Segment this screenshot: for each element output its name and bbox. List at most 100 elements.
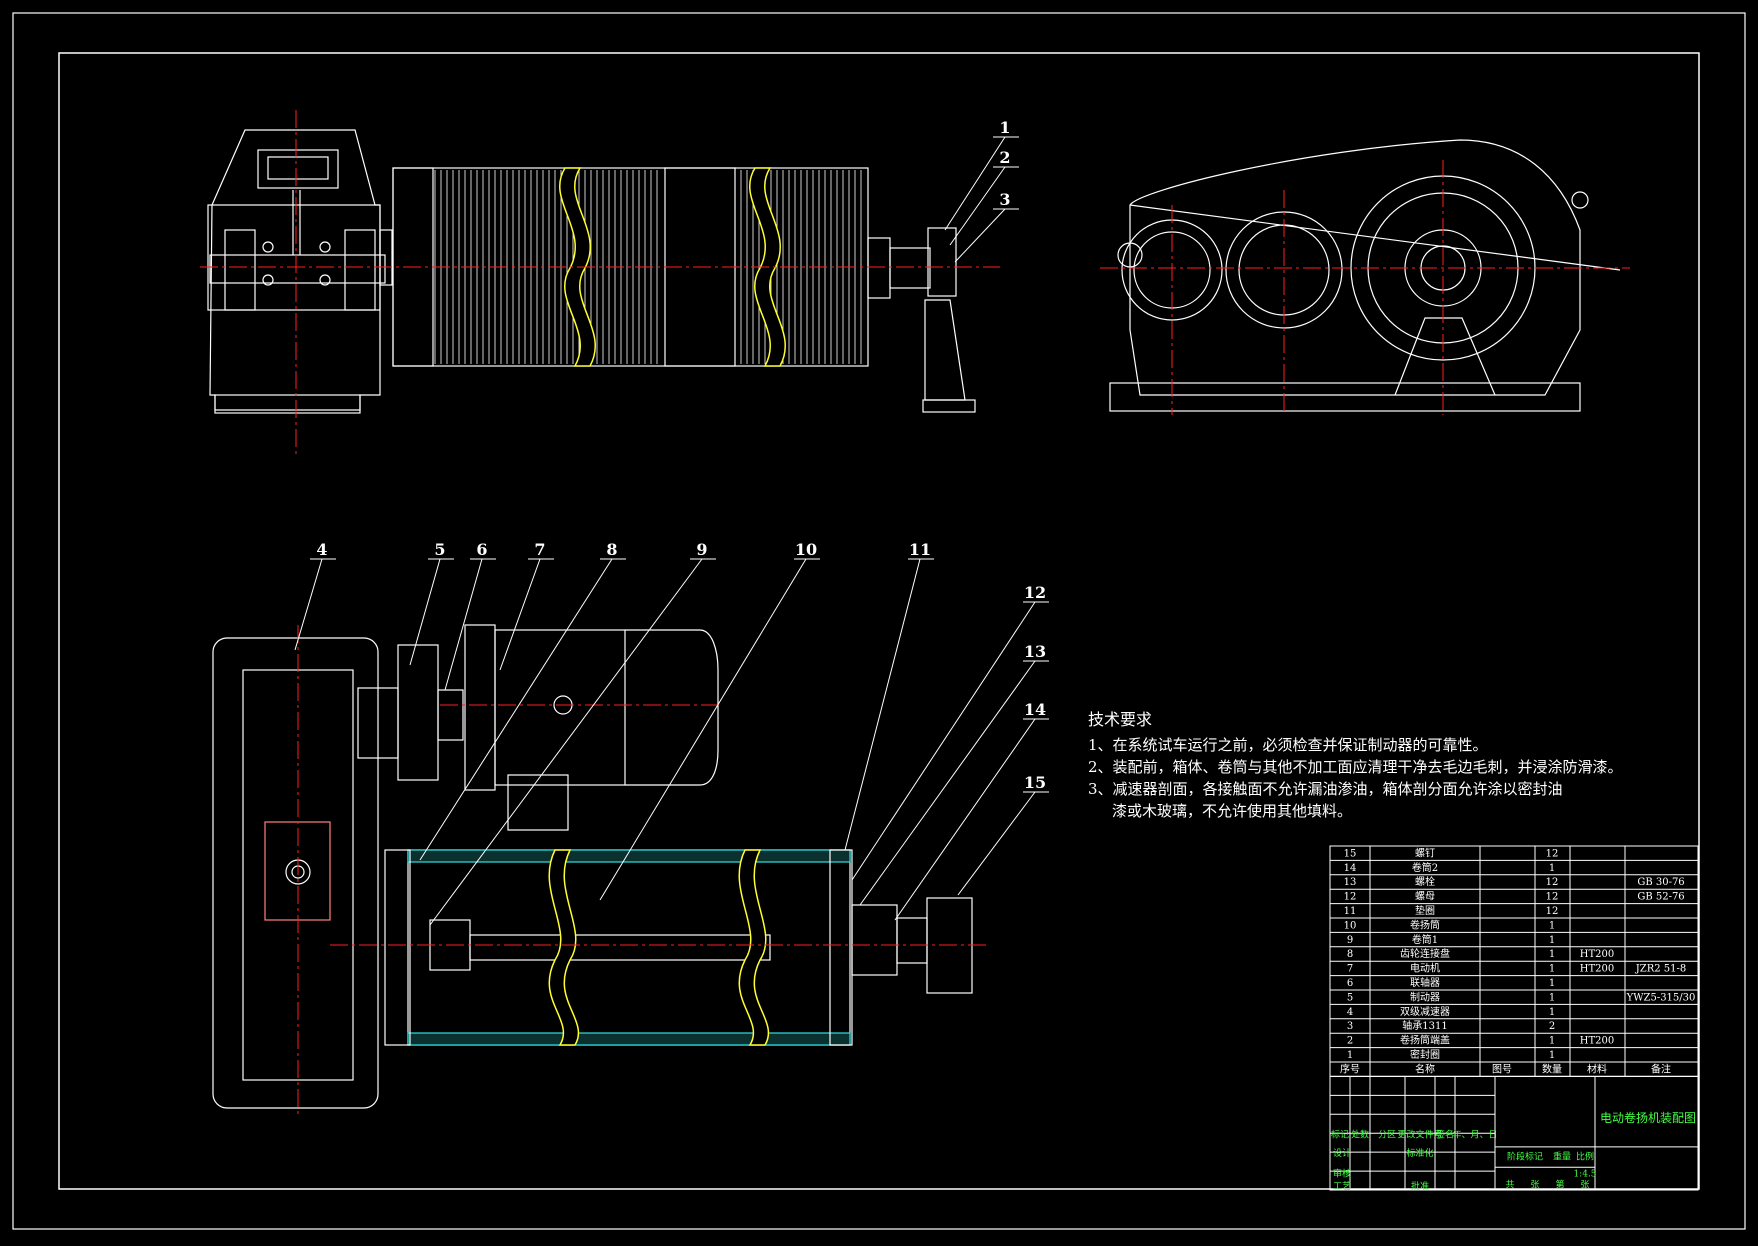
leader-line-11: [844, 558, 921, 851]
bom-qty-8: 1: [1549, 949, 1555, 960]
drawing-title: 电动卷扬机装配图: [1600, 1110, 1696, 1125]
title-block-label-2: 分区: [1378, 1130, 1396, 1141]
bom-qty-10: 1: [1549, 920, 1555, 931]
leader-line-13: [859, 660, 1036, 906]
bom-name-14: 卷筒2: [1412, 861, 1438, 874]
leader-line-8: [419, 558, 613, 861]
title-block-label-17: 张: [1580, 1180, 1589, 1191]
plan-view: [212, 624, 973, 1109]
part-label-1: 1: [999, 118, 1010, 137]
leader-line-7: [499, 558, 541, 671]
bom-material-7: HT200: [1580, 964, 1614, 975]
title-block-label-16: 第: [1555, 1179, 1564, 1191]
bom-note-7: JZR2 51-8: [1635, 964, 1687, 975]
bom-no-6: 6: [1347, 978, 1353, 989]
tech-req-line-2: 2、装配前，箱体、卷筒与其他不加工面应清理干净去毛边毛刺，并浸涂防滑漆。: [1088, 758, 1623, 776]
bom-note-13: GB 30-76: [1637, 877, 1684, 888]
part-label-8: 8: [606, 540, 617, 559]
leader-line-14: [894, 718, 1036, 921]
plan-centerlines: [297, 625, 990, 1115]
bom-header-4: 材料: [1587, 1062, 1607, 1075]
part-label-3: 3: [999, 190, 1010, 209]
bom-no-7: 7: [1347, 964, 1353, 975]
title-block-label-1: 处数: [1351, 1129, 1369, 1141]
bom-no-11: 11: [1344, 906, 1357, 917]
title-block-label-3: 更改文件号: [1397, 1129, 1442, 1141]
drawing-scale: 1:4.5: [1573, 1169, 1596, 1179]
part-label-11: 11: [909, 540, 931, 559]
title-block-label-15: 张: [1530, 1180, 1539, 1191]
bom-header-1: 名称: [1415, 1062, 1435, 1075]
part-label-4: 4: [316, 540, 327, 559]
bom-no-3: 3: [1347, 1021, 1353, 1032]
leader-line-1: [944, 136, 1006, 231]
plan-break-lines: [548, 849, 770, 1046]
bom-name-5: 制动器: [1410, 990, 1440, 1003]
bom-qty-3: 2: [1549, 1021, 1555, 1032]
bom-qty-12: 12: [1546, 892, 1559, 903]
technical-requirements: 技术要求 1、在系统试车运行之前，必须检查并保证制动器的可靠性。 2、装配前，箱…: [1088, 706, 1708, 822]
bom-name-11: 垫圈: [1415, 904, 1435, 917]
bom-qty-5: 1: [1549, 992, 1555, 1003]
bom-no-15: 15: [1344, 848, 1357, 859]
bom-qty-7: 1: [1549, 964, 1555, 975]
bom-name-1: 密封圈: [1410, 1048, 1440, 1061]
leader-line-5: [409, 558, 441, 666]
bom-qty-14: 1: [1549, 863, 1555, 874]
title-block-label-10: 批准: [1411, 1180, 1429, 1192]
bom-qty-4: 1: [1549, 1007, 1555, 1018]
part-label-7: 7: [534, 540, 545, 559]
part-label-5: 5: [434, 540, 445, 559]
title-block-label-0: 标记: [1331, 1129, 1349, 1141]
bom-name-9: 卷筒1: [1412, 933, 1438, 946]
title-block-label-9: 工艺: [1333, 1181, 1351, 1192]
leader-line-12: [851, 601, 1036, 881]
title-block-label-7: 标准化: [1406, 1147, 1433, 1159]
bom-qty-6: 1: [1549, 978, 1555, 989]
bom-name-3: 轴承1311: [1402, 1019, 1447, 1032]
bom-qty-13: 12: [1546, 877, 1559, 888]
bom-no-8: 8: [1347, 949, 1353, 960]
bom-no-13: 13: [1344, 877, 1357, 888]
outer-border: [12, 12, 1746, 1230]
bom-name-10: 卷扬筒: [1410, 918, 1440, 931]
bom-no-12: 12: [1344, 892, 1357, 903]
front-centerlines: [200, 110, 1000, 455]
bom-no-1: 1: [1347, 1050, 1353, 1061]
bom-name-13: 螺栓: [1415, 875, 1435, 888]
leader-line-3: [954, 208, 1006, 263]
bom-qty-15: 12: [1546, 848, 1559, 859]
leader-line-4: [294, 558, 323, 651]
title-block-label-13: 比例: [1576, 1150, 1594, 1162]
leader-line-15: [957, 791, 1036, 896]
bom-note-12: GB 52-76: [1637, 892, 1684, 903]
bom-material-8: HT200: [1580, 949, 1614, 960]
bom-name-2: 卷扬筒端盖: [1400, 1034, 1450, 1047]
side-centerlines: [1100, 160, 1630, 415]
leader-line-6: [444, 558, 483, 691]
bom-no-2: 2: [1347, 1036, 1353, 1047]
bom-name-8: 齿轮连接盘: [1400, 947, 1450, 960]
bom-name-7: 电动机: [1410, 962, 1440, 975]
bom-qty-11: 12: [1546, 906, 1559, 917]
title-block-label-12: 重量: [1553, 1150, 1571, 1162]
bom-material-2: HT200: [1580, 1036, 1614, 1047]
tech-req-line-3: 3、减速器剖面，各接触面不允许漏油渗油，箱体剖分面允许涂以密封油: [1088, 780, 1563, 798]
tech-req-line-4: 漆或木玻璃，不允许使用其他填料。: [1112, 802, 1353, 820]
bom-no-14: 14: [1344, 863, 1357, 874]
title-block-label-6: 设计: [1333, 1147, 1351, 1159]
front-view: [207, 129, 976, 414]
part-label-12: 12: [1024, 583, 1046, 602]
bom-no-9: 9: [1347, 935, 1353, 946]
tech-req-title: 技术要求: [1088, 710, 1153, 729]
inner-border: [58, 52, 1700, 1190]
bom-header-2: 图号: [1492, 1063, 1512, 1075]
part-label-14: 14: [1024, 700, 1046, 719]
bom-name-6: 联轴器: [1410, 976, 1440, 989]
part-label-9: 9: [696, 540, 707, 559]
bom-header-5: 备注: [1651, 1062, 1671, 1075]
bom-no-10: 10: [1344, 920, 1357, 931]
